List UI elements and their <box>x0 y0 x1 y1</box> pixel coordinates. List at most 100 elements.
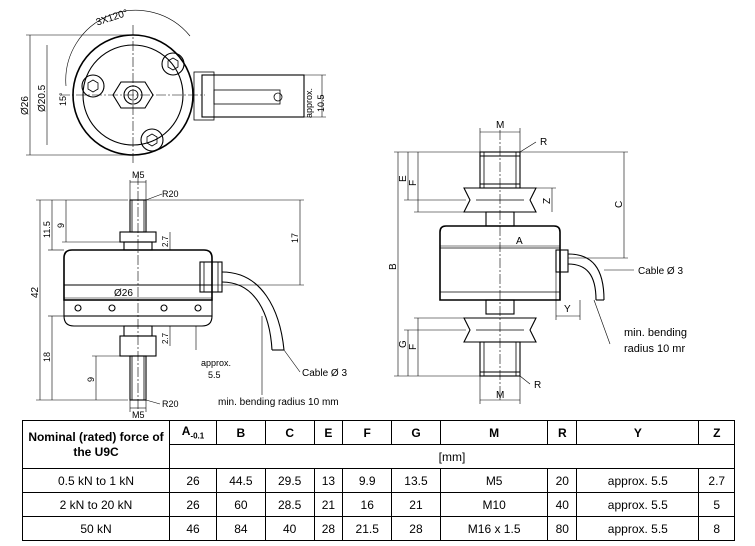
cable-exit-value: 10.5 <box>316 94 326 112</box>
generic-bending-line2: radius 10 mr <box>624 343 685 355</box>
cell-value: 2.7 <box>698 468 735 493</box>
cable-gland-top <box>201 74 305 118</box>
dim-11-5: 11.5 <box>42 221 52 238</box>
cell-value: M16 x 1.5 <box>439 516 549 541</box>
angle-arc <box>65 9 191 87</box>
outer-diameter-label: Ø26 <box>20 96 31 115</box>
cell-value: 40 <box>547 492 578 517</box>
header-nominal-force: Nominal (rated) force of the U9C <box>22 420 170 469</box>
cell-value: 28 <box>313 516 344 541</box>
offset-angle-label: 15° <box>58 92 68 106</box>
approx-value: 5.5 <box>208 370 221 380</box>
cell-value: 8 <box>698 516 735 541</box>
unit-row: [mm] <box>23 444 735 469</box>
cable-gland-side <box>199 261 223 293</box>
dimension-table: Nominal (rated) force of the U9C A-0.1 B… <box>22 420 735 541</box>
cell-value: 21 <box>313 492 344 517</box>
cell-value: 28.5 <box>264 492 315 517</box>
cell-value: 9.9 <box>342 468 393 493</box>
approx-label: approx. <box>201 358 231 368</box>
header-M: M <box>439 420 549 445</box>
bolt-hole-upper-right <box>161 52 185 76</box>
height-42-label: 42 <box>30 286 41 298</box>
dim-2-7-top: 2.7 <box>161 235 170 247</box>
generic-C: C <box>614 201 625 208</box>
cell-value: 84 <box>216 516 266 541</box>
generic-B: B <box>388 263 399 270</box>
generic-G: G <box>398 340 409 348</box>
generic-F-bottom: F <box>408 344 419 350</box>
cell-value: M5 <box>439 468 549 493</box>
row-force: 50 kN <box>22 516 170 541</box>
header-C: C <box>264 420 315 445</box>
top-radius-label: R20 <box>162 189 179 199</box>
cell-value: 46 <box>169 516 217 541</box>
generic-E: E <box>398 175 409 182</box>
generic-R-bottom: R <box>534 380 541 391</box>
cell-value: 16 <box>342 492 393 517</box>
generic-M-top: M <box>496 120 504 131</box>
generic-F-top: F <box>408 180 419 186</box>
row-force: 2 kN to 20 kN <box>22 492 170 517</box>
cell-value: approx. 5.5 <box>576 468 700 493</box>
generic-body <box>439 225 561 301</box>
dim-17: 17 <box>290 233 300 243</box>
bolt-circle-label: Ø20.5 <box>37 84 48 112</box>
header-G: G <box>391 420 441 445</box>
cell-value: approx. 5.5 <box>576 492 700 517</box>
side-cable-label: Cable Ø 3 <box>302 368 347 379</box>
technical-drawing: 3X120° 15° Ø26 Ø20.5 approx. 10.5 <box>20 8 687 420</box>
cell-value: 26 <box>169 492 217 517</box>
cell-value: 44.5 <box>216 468 266 493</box>
bottom-thread-label: M5 <box>132 410 145 420</box>
body-diameter-label: Ø26 <box>114 288 133 299</box>
dim-9-bottom: 9 <box>86 377 96 382</box>
header-B: B <box>216 420 266 445</box>
cell-value: 26 <box>169 468 217 493</box>
cell-value: 13 <box>313 468 344 493</box>
cell-value: 21 <box>391 492 441 517</box>
cell-value: approx. 5.5 <box>576 516 700 541</box>
generic-R-top: R <box>540 137 547 148</box>
generic-cable-label: Cable Ø 3 <box>638 266 683 277</box>
top-thread-label: M5 <box>132 170 145 180</box>
top-view: 3X120° 15° Ø26 Ø20.5 approx. 10.5 <box>20 8 326 165</box>
cable-exit-approx: approx. <box>304 88 314 118</box>
table-header-row: Nominal (rated) force of the U9C A-0.1 B… <box>22 420 735 469</box>
generic-bottom-stud <box>479 341 521 377</box>
bottom-threaded-stud <box>129 355 147 401</box>
generic-view: M R B E F Z C A Cable Ø 3 Y <box>388 120 687 404</box>
cell-value: 5 <box>698 492 735 517</box>
table-row: 2 kN to 20 kN 26 60 28.5 21 16 21 M10 40… <box>22 492 735 517</box>
load-cell-body <box>63 249 213 301</box>
header-Y: Y <box>576 420 700 445</box>
cell-value: 80 <box>547 516 578 541</box>
dim-9-top: 9 <box>56 223 66 228</box>
header-A-label: A <box>181 424 191 439</box>
cell-value: 21.5 <box>342 516 393 541</box>
cell-value: 60 <box>216 492 266 517</box>
generic-M-bottom: M <box>496 390 504 401</box>
cell-value: 29.5 <box>264 468 315 493</box>
dim-18: 18 <box>42 352 52 362</box>
side-bending-radius-label: min. bending radius 10 mm <box>218 397 339 408</box>
header-E: E <box>313 420 344 445</box>
cell-value: 20 <box>547 468 578 493</box>
cell-value: 13.5 <box>391 468 441 493</box>
cell-value: 28 <box>391 516 441 541</box>
angle-label: 3X120° <box>95 8 130 29</box>
table-row: 0.5 kN to 1 kN 26 44.5 29.5 13 9.9 13.5 … <box>22 468 735 493</box>
generic-A: A <box>516 236 523 247</box>
row-force: 0.5 kN to 1 kN <box>22 468 170 493</box>
generic-Z: Z <box>542 198 553 204</box>
cell-value: 40 <box>264 516 315 541</box>
bolt-hole-left <box>81 74 105 98</box>
generic-bending-line1: min. bending <box>624 327 687 339</box>
header-A: A-0.1 <box>169 420 217 445</box>
generic-Y: Y <box>564 304 571 315</box>
cable-side <box>221 271 285 351</box>
unit-cell: [mm] <box>169 444 735 469</box>
bottom-radius-label: R20 <box>162 399 179 409</box>
center-hex-nut <box>112 81 154 109</box>
cell-value: M10 <box>439 492 549 517</box>
